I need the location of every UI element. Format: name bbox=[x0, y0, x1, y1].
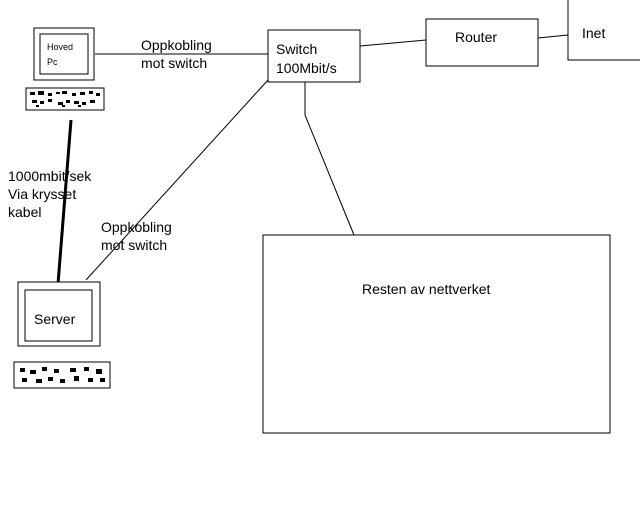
pc-server-link-label-line1: 1000mbit/sek bbox=[8, 168, 92, 184]
link-switch-router bbox=[359, 39, 427, 47]
server-switch-link-label-line2: mot switch bbox=[101, 237, 167, 253]
switch: Switch 100Mbit/s bbox=[267, 29, 361, 83]
link-switch-rest bbox=[304, 82, 355, 236]
inet: Inet bbox=[567, 0, 640, 61]
switch-box bbox=[267, 29, 361, 83]
switch-label-line2: 100Mbit/s bbox=[276, 60, 337, 76]
server-label: Server bbox=[34, 311, 76, 327]
router: Router bbox=[425, 18, 539, 67]
pc-switch-link-label-line1: Oppkobling bbox=[141, 37, 212, 53]
switch-label-line1: Switch bbox=[276, 41, 317, 57]
pc-server-link-label-line3: kabel bbox=[8, 204, 41, 220]
hoved-pc-label-line2: Pc bbox=[47, 57, 58, 67]
hoved-pc-keyboard bbox=[25, 87, 105, 111]
hoved-pc-label-line1: Hoved bbox=[47, 42, 73, 52]
link-server-switch bbox=[85, 79, 269, 281]
hoved-pc: Hoved Pc bbox=[33, 27, 95, 81]
link-pc-server-crossover bbox=[56, 119, 73, 285]
server-keyboard bbox=[13, 361, 111, 389]
rest-of-network-box bbox=[262, 234, 611, 434]
server-switch-link-label-line1: Oppkobling bbox=[101, 219, 172, 235]
hoved-pc-monitor-screen bbox=[39, 33, 89, 75]
inet-box bbox=[567, 0, 640, 61]
server-monitor-screen bbox=[24, 289, 93, 342]
inet-label: Inet bbox=[582, 25, 605, 41]
router-box bbox=[425, 18, 539, 67]
pc-server-link-label-line2: Via krysset bbox=[8, 186, 76, 202]
rest-of-network-label: Resten av nettverket bbox=[362, 281, 491, 297]
router-label: Router bbox=[455, 29, 497, 45]
server: Server bbox=[17, 281, 101, 347]
rest-of-network: Resten av nettverket bbox=[262, 234, 611, 434]
pc-switch-link-label-line2: mot switch bbox=[141, 55, 207, 71]
link-router-inet bbox=[537, 34, 569, 39]
